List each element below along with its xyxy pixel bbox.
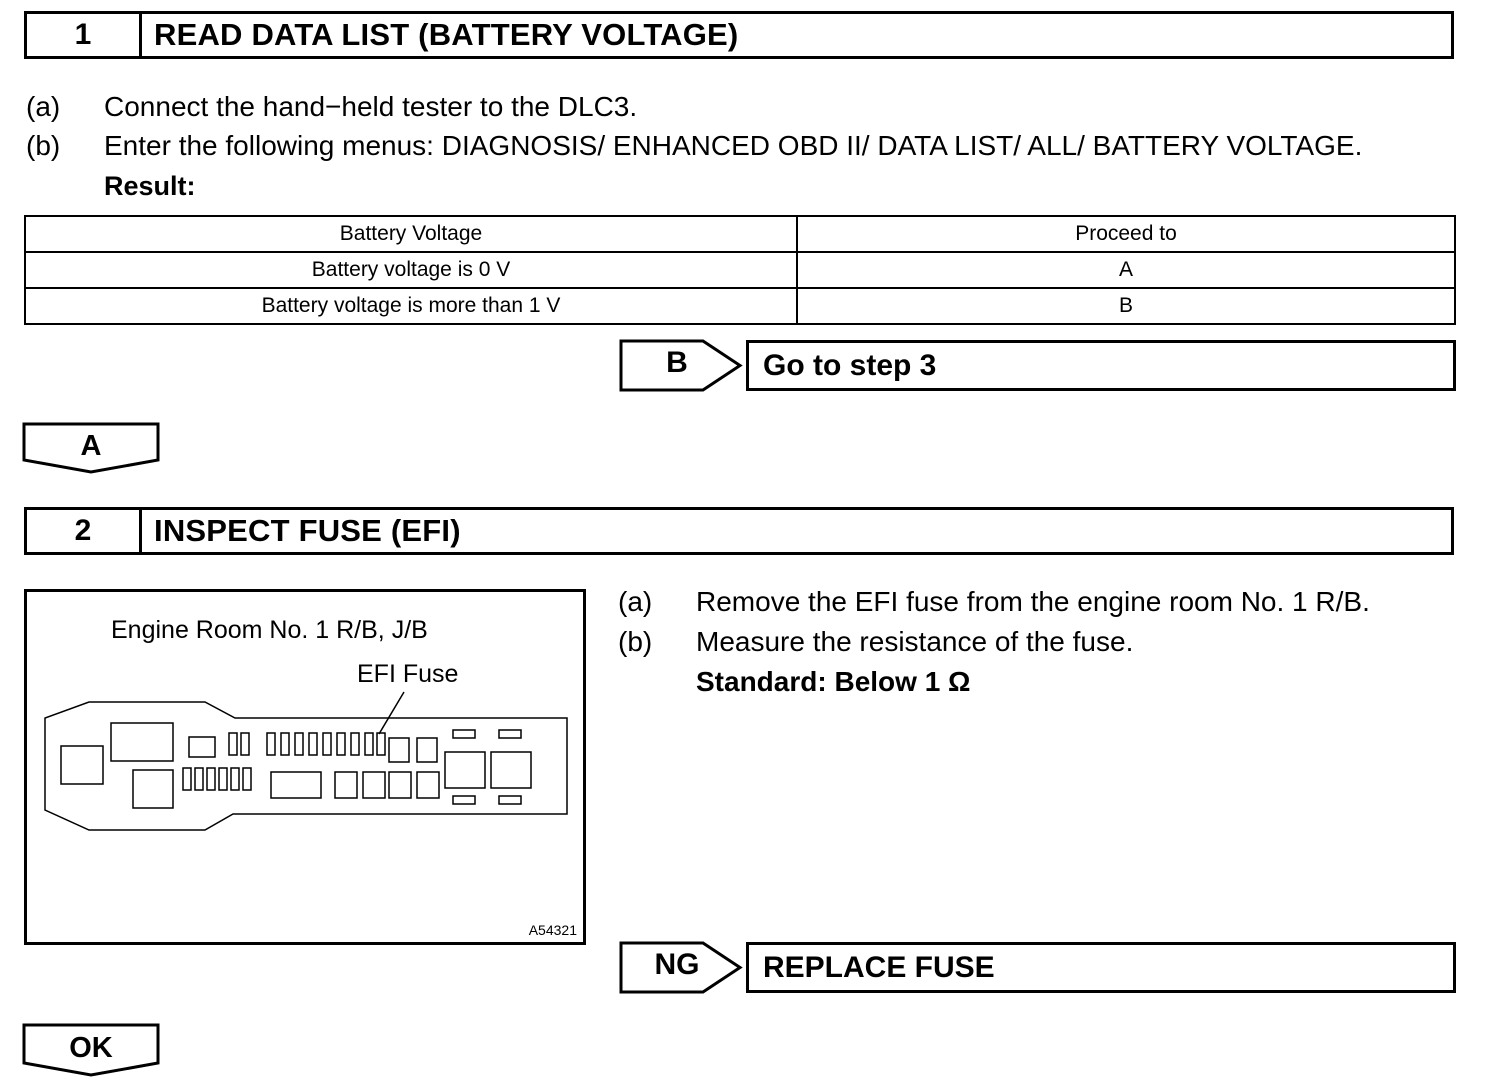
step-2-title: INSPECT FUSE (EFI) xyxy=(154,513,461,548)
continue-a-arrow-icon xyxy=(22,422,160,474)
table-header-row: Battery Voltage Proceed to xyxy=(24,215,1456,253)
instruction-text: Remove the EFI fuse from the engine room… xyxy=(696,586,1370,617)
table-row: Battery voltage is 0 V A xyxy=(24,251,1456,289)
standard-label: Standard: xyxy=(696,666,827,697)
instruction-label: (b) xyxy=(26,130,61,161)
step-2-header: 2 INSPECT FUSE (EFI) xyxy=(24,507,1454,555)
relay-block-diagram-icon xyxy=(44,691,568,831)
table-header-proceed: Proceed to xyxy=(796,215,1456,253)
result-label: Result: xyxy=(104,171,196,201)
instruction-text: Connect the hand−held tester to the DLC3… xyxy=(104,91,638,122)
branch-ng-target: REPLACE FUSE xyxy=(746,942,1456,993)
branch-b-arrow-icon xyxy=(619,339,743,392)
fuse-location-figure: Engine Room No. 1 R/B, J/B EFI Fuse A543… xyxy=(24,589,586,945)
table-cell: Battery voltage is more than 1 V xyxy=(24,287,798,325)
efi-fuse-callout: EFI Fuse xyxy=(357,660,459,688)
branch-b-code: B xyxy=(666,346,688,379)
table-cell: A xyxy=(796,251,1456,289)
branch-ng-arrow-icon xyxy=(619,941,743,994)
figure-caption: Engine Room No. 1 R/B, J/B xyxy=(111,616,428,644)
table-row: Battery voltage is more than 1 V B xyxy=(24,287,1456,325)
figure-id: A54321 xyxy=(528,922,577,938)
continue-ok-arrow-icon xyxy=(22,1023,160,1077)
instruction-text: Enter the following menus: DIAGNOSIS/ EN… xyxy=(104,130,1363,161)
standard-spec: Standard: Below 1 Ω xyxy=(696,666,971,698)
step-1-title: READ DATA LIST (BATTERY VOLTAGE) xyxy=(154,17,739,52)
instruction-text: Measure the resistance of the fuse. xyxy=(696,626,1134,657)
table-cell: B xyxy=(796,287,1456,325)
branch-ng-code: NG xyxy=(654,948,700,981)
table-cell: Battery voltage is 0 V xyxy=(24,251,798,289)
result-table: Battery Voltage Proceed to Battery volta… xyxy=(24,215,1456,325)
step-1-number: 1 xyxy=(27,14,142,56)
standard-value: Below 1 Ω xyxy=(834,666,971,697)
instruction-label: (a) xyxy=(618,586,653,617)
table-header-voltage: Battery Voltage xyxy=(24,215,798,253)
continue-a-code: A xyxy=(80,430,102,462)
step-2-number: 2 xyxy=(27,510,142,552)
instruction-label: (a) xyxy=(26,91,61,122)
instruction-label: (b) xyxy=(618,626,653,657)
step-1-header: 1 READ DATA LIST (BATTERY VOLTAGE) xyxy=(24,11,1454,59)
branch-b-target: Go to step 3 xyxy=(746,340,1456,391)
continue-ok-code: OK xyxy=(69,1032,113,1064)
